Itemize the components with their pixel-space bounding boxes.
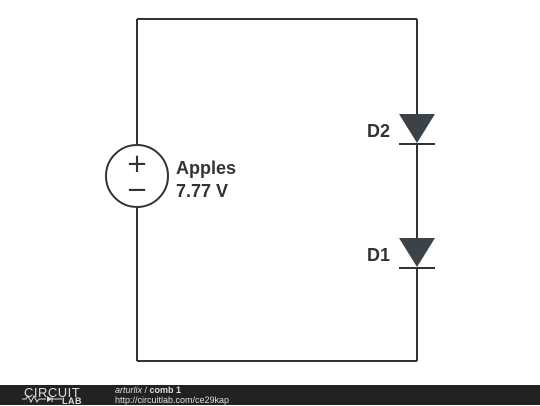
circuit-credit: arturlix / comb 1	[115, 385, 181, 395]
credit-separator: /	[142, 385, 150, 395]
diode-d2[interactable]	[399, 114, 435, 145]
diode-d1[interactable]	[399, 238, 435, 269]
source-value-label: 7.77 V	[176, 181, 228, 201]
circuit-title[interactable]: comb 1	[149, 385, 182, 395]
resistor-diode-logo-icon	[22, 395, 62, 403]
wires	[136, 18, 418, 362]
source-plus-symbol: +	[126, 149, 148, 179]
author-name[interactable]: arturlix	[115, 385, 143, 395]
diode-d2-label: D2	[367, 121, 390, 141]
diode-d2-triangle	[399, 114, 435, 143]
voltage-source-circle	[105, 144, 169, 208]
circuitlab-logo-text: CIRCUIT	[24, 385, 81, 400]
source-minus-symbol: −	[126, 175, 148, 205]
footer-bar: CIRCUIT LAB arturlix / comb 1 http://cir…	[0, 385, 540, 406]
diode-d1-label: D1	[367, 245, 390, 265]
voltage-source[interactable]: + −	[105, 144, 169, 208]
diode-d1-triangle	[399, 238, 435, 267]
source-name-label: Apples	[176, 158, 236, 178]
circuitlab-logo-lab: LAB	[62, 396, 82, 406]
circuit-url-link[interactable]: http://circuitlab.com/ce29kap	[115, 395, 230, 405]
circuit-schematic: + − Apples 7.77 V D2 D1	[105, 18, 435, 362]
